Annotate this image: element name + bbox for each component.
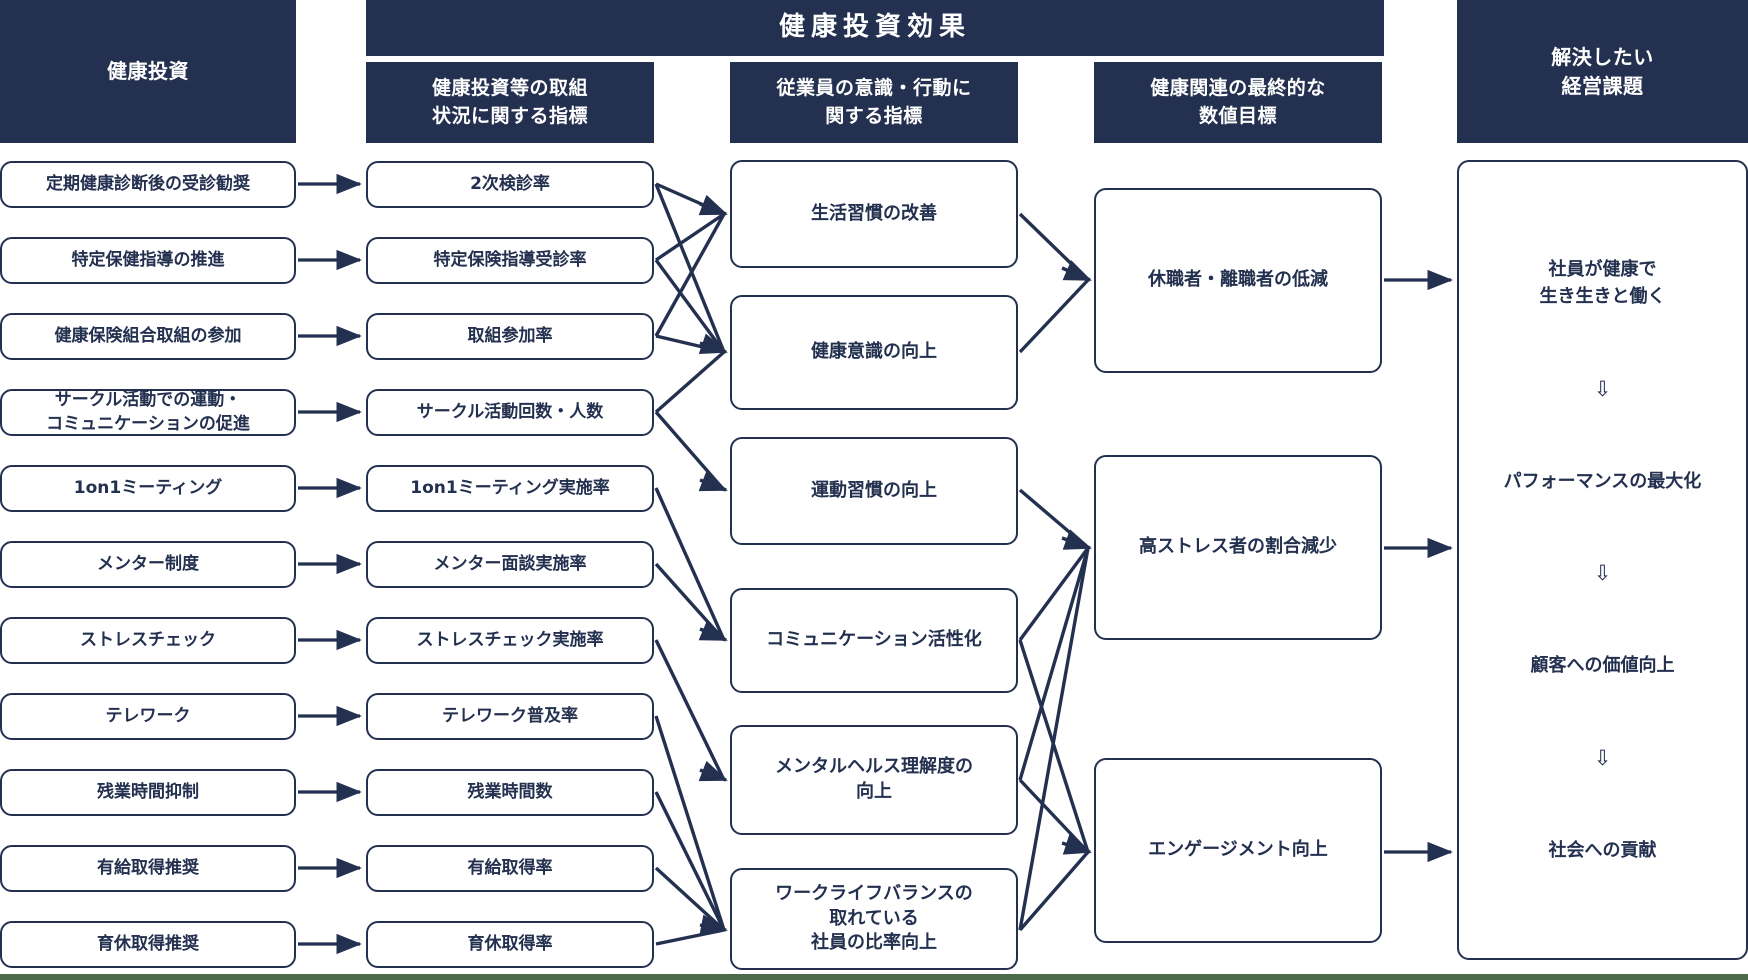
investment-item-5[interactable]: メンター制度 [0, 541, 296, 588]
activity-indicator-8[interactable]: 残業時間数 [366, 769, 654, 816]
activity-indicator-10[interactable]: 育休取得率 [366, 921, 654, 968]
management-issue-1: パフォーマンスの最大化 [1503, 470, 1702, 492]
investment-item-0[interactable]: 定期健康診断後の受診勧奨 [0, 161, 296, 208]
management-issue-2: 顧客への価値向上 [1530, 655, 1675, 677]
investment-item-6[interactable]: ストレスチェック [0, 617, 296, 664]
header-awareness-kpi: 従業員の意識・行動に 関する指標 [730, 62, 1018, 143]
activity-indicator-6[interactable]: ストレスチェック実施率 [366, 617, 654, 664]
management-issue-0: 社員が健康で 生き生きと働く [1539, 259, 1666, 308]
investment-item-7[interactable]: テレワーク [0, 693, 296, 740]
header-final-goal-kpi: 健康関連の最終的な 数値目標 [1094, 62, 1382, 143]
down-arrow-icon-2: ⇩ [1593, 561, 1612, 585]
header-management-issue: 解決したい 経営課題 [1457, 0, 1748, 143]
activity-indicator-5[interactable]: メンター面談実施率 [366, 541, 654, 588]
investment-item-2[interactable]: 健康保険組合取組の参加 [0, 313, 296, 360]
activity-indicator-3[interactable]: サークル活動回数・人数 [366, 389, 654, 436]
awareness-indicator-4[interactable]: メンタルヘルス理解度の 向上 [730, 725, 1018, 835]
awareness-indicator-1[interactable]: 健康意識の向上 [730, 295, 1018, 410]
activity-indicator-7[interactable]: テレワーク普及率 [366, 693, 654, 740]
activity-indicator-4[interactable]: 1on1ミーティング実施率 [366, 465, 654, 512]
activity-indicator-9[interactable]: 有給取得率 [366, 845, 654, 892]
activity-indicator-1[interactable]: 特定保険指導受診率 [366, 237, 654, 284]
awareness-indicator-2[interactable]: 運動習慣の向上 [730, 437, 1018, 545]
investment-item-3[interactable]: サークル活動での運動・ コミュニケーションの促進 [0, 389, 296, 436]
management-issue-panel: 社員が健康で 生き生きと働く ⇩ パフォーマンスの最大化 ⇩ 顧客への価値向上 … [1457, 160, 1748, 960]
down-arrow-icon-1: ⇩ [1593, 376, 1612, 401]
management-issue-3: 社会への貢献 [1548, 839, 1657, 861]
investment-item-9[interactable]: 有給取得推奨 [0, 845, 296, 892]
awareness-indicator-5[interactable]: ワークライフバランスの 取れている 社員の比率向上 [730, 868, 1018, 970]
investment-item-4[interactable]: 1on1ミーティング [0, 465, 296, 512]
header-activity-kpi: 健康投資等の取組 状況に関する指標 [366, 62, 654, 143]
bottom-rule [0, 974, 1748, 980]
investment-item-8[interactable]: 残業時間抑制 [0, 769, 296, 816]
investment-item-10[interactable]: 育休取得推奨 [0, 921, 296, 968]
final-goal-2[interactable]: エンゲージメント向上 [1094, 758, 1382, 943]
down-arrow-icon-3: ⇩ [1593, 745, 1612, 770]
activity-indicator-0[interactable]: 2次検診率 [366, 161, 654, 208]
activity-indicator-2[interactable]: 取組参加率 [366, 313, 654, 360]
header-effect: 健康投資効果 [366, 0, 1384, 56]
investment-item-1[interactable]: 特定保健指導の推進 [0, 237, 296, 284]
final-goal-0[interactable]: 休職者・離職者の低減 [1094, 188, 1382, 373]
final-goal-1[interactable]: 高ストレス者の割合減少 [1094, 455, 1382, 640]
awareness-indicator-3[interactable]: コミュニケーション活性化 [730, 588, 1018, 693]
awareness-indicator-0[interactable]: 生活習慣の改善 [730, 160, 1018, 268]
header-investment: 健康投資 [0, 0, 296, 143]
